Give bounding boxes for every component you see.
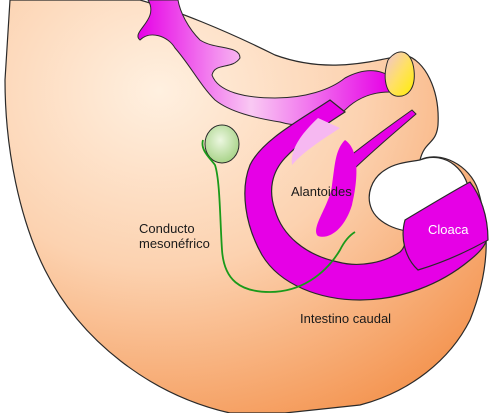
mesonephric-duct-line: [201, 139, 356, 293]
label-alantoides: Alantoides: [291, 184, 352, 199]
allantois-duct: [344, 109, 417, 169]
gut-highlight: [291, 118, 340, 165]
label-intestino-caudal: Intestino caudal: [300, 311, 392, 326]
mesonephric-bud: [204, 124, 240, 164]
yolk-region: [384, 51, 415, 97]
label-conducto-line2: mesonéfrico: [139, 236, 210, 251]
cloaca: [402, 181, 489, 271]
label-conducto-mesonefrico: Conducto mesonéfrico: [139, 221, 210, 251]
label-cloaca: Cloaca: [428, 222, 469, 237]
label-conducto-line1: Conducto: [139, 221, 195, 236]
allantois-stalk: [316, 140, 357, 237]
